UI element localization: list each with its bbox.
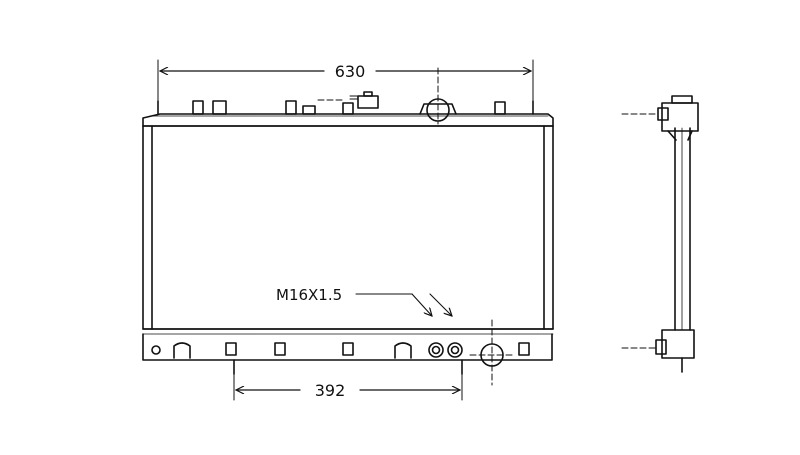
thread-leader [355, 293, 452, 316]
radiator-side-view [621, 95, 699, 373]
filler-neck [349, 91, 379, 109]
radiator-front-view [142, 67, 554, 386]
thread-spec-label: M16X1.5 [276, 286, 342, 304]
bottom-tank [142, 319, 554, 386]
dimension-630 [157, 59, 534, 102]
dimension-392-label: 392 [315, 381, 346, 400]
threaded-ports [428, 342, 463, 358]
radiator-core [142, 125, 554, 330]
dimension-392 [233, 373, 463, 401]
dimension-630-label: 630 [335, 62, 366, 81]
lower-hose-outlet [469, 319, 515, 386]
upper-hose-inlet [419, 67, 457, 125]
